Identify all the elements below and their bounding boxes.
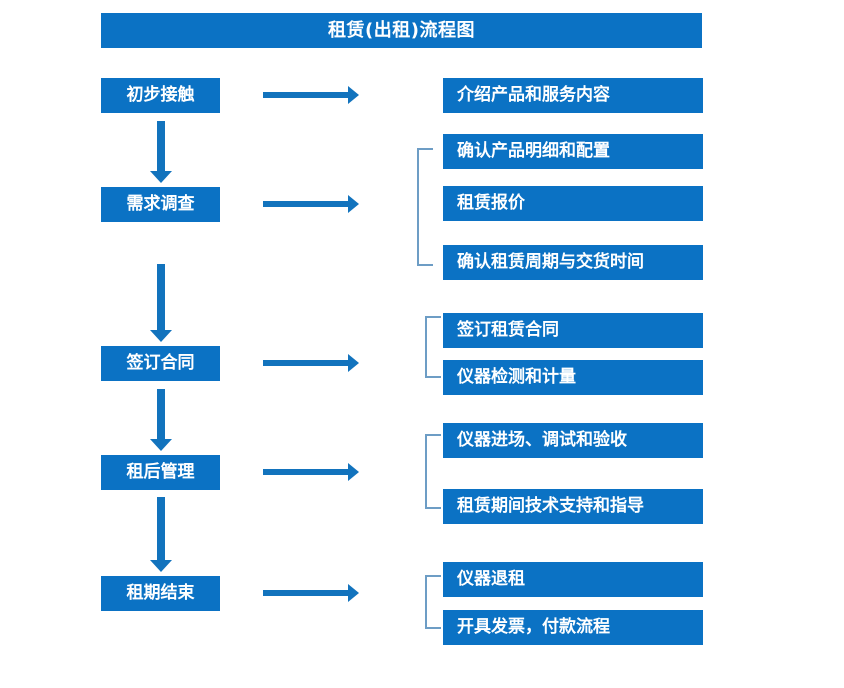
- group-bracket-post-rental: [425, 434, 441, 509]
- arrow-head: [348, 463, 359, 481]
- detail-label: 仪器退租: [457, 569, 525, 589]
- flow-arrow-down-1: [150, 121, 172, 183]
- flow-arrow-down-4: [150, 497, 172, 572]
- stage-label: 租后管理: [126, 462, 195, 482]
- detail-label: 租赁期间技术支持和指导: [457, 496, 644, 516]
- group-bracket-demand-survey: [417, 148, 433, 266]
- arrow-head: [150, 171, 172, 183]
- arrow-shaft: [157, 121, 165, 171]
- stage-label: 租期结束: [126, 583, 195, 603]
- detail-label: 租赁报价: [457, 193, 525, 213]
- arrow-shaft: [263, 92, 349, 98]
- chart-title-banner: 租赁(出租)流程图: [101, 13, 702, 48]
- stage-box-demand-survey[interactable]: 需求调查: [101, 187, 220, 222]
- page-title: 租赁(出租)流程图: [328, 19, 475, 41]
- detail-box-sign-rental-contract[interactable]: 签订租赁合同: [443, 313, 703, 348]
- stage-box-initial-contact[interactable]: 初步接触: [101, 78, 220, 113]
- detail-box-confirm-product-spec[interactable]: 确认产品明细和配置: [443, 134, 703, 169]
- flow-arrow-down-2: [150, 264, 172, 342]
- detail-box-instrument-inspection[interactable]: 仪器检测和计量: [443, 360, 703, 395]
- arrow-head: [150, 330, 172, 342]
- detail-box-confirm-period-delivery[interactable]: 确认租赁周期与交货时间: [443, 245, 703, 280]
- group-bracket-sign-contract: [425, 316, 441, 378]
- arrow-shaft: [157, 389, 165, 439]
- arrow-shaft: [157, 264, 165, 330]
- stage-label: 需求调查: [126, 194, 195, 214]
- flow-arrow-right-4: [263, 463, 359, 481]
- stage-box-post-rental-management[interactable]: 租后管理: [101, 455, 220, 490]
- arrow-head: [348, 195, 359, 213]
- detail-label: 介绍产品和服务内容: [457, 85, 610, 105]
- arrow-shaft: [263, 590, 349, 596]
- arrow-head: [348, 86, 359, 104]
- arrow-head: [348, 584, 359, 602]
- detail-box-rental-quotation[interactable]: 租赁报价: [443, 186, 703, 221]
- flow-arrow-right-1: [263, 86, 359, 104]
- flow-arrow-right-5: [263, 584, 359, 602]
- flow-arrow-right-3: [263, 354, 359, 372]
- arrow-shaft: [263, 469, 349, 475]
- arrow-shaft: [157, 497, 165, 560]
- stage-label: 初步接触: [126, 85, 195, 105]
- detail-label: 仪器进场、调试和验收: [457, 430, 627, 450]
- group-bracket-rental-end: [425, 575, 441, 629]
- arrow-head: [348, 354, 359, 372]
- detail-box-instrument-return[interactable]: 仪器退租: [443, 562, 703, 597]
- arrow-head: [150, 560, 172, 572]
- stage-label: 签订合同: [126, 353, 195, 373]
- flow-arrow-right-2: [263, 195, 359, 213]
- arrow-shaft: [263, 360, 349, 366]
- detail-label: 开具发票，付款流程: [457, 617, 610, 637]
- stage-box-sign-contract[interactable]: 签订合同: [101, 346, 220, 381]
- detail-label: 仪器检测和计量: [457, 367, 576, 387]
- arrow-shaft: [263, 201, 349, 207]
- detail-box-introduce-products[interactable]: 介绍产品和服务内容: [443, 78, 703, 113]
- detail-label: 确认租赁周期与交货时间: [457, 252, 644, 272]
- stage-box-rental-end[interactable]: 租期结束: [101, 576, 220, 611]
- detail-box-instrument-onsite-commissioning[interactable]: 仪器进场、调试和验收: [443, 423, 703, 458]
- flow-arrow-down-3: [150, 389, 172, 451]
- detail-label: 确认产品明细和配置: [457, 141, 610, 161]
- detail-label: 签订租赁合同: [457, 320, 559, 340]
- arrow-head: [150, 439, 172, 451]
- detail-box-invoice-payment[interactable]: 开具发票，付款流程: [443, 610, 703, 645]
- detail-box-technical-support[interactable]: 租赁期间技术支持和指导: [443, 489, 703, 524]
